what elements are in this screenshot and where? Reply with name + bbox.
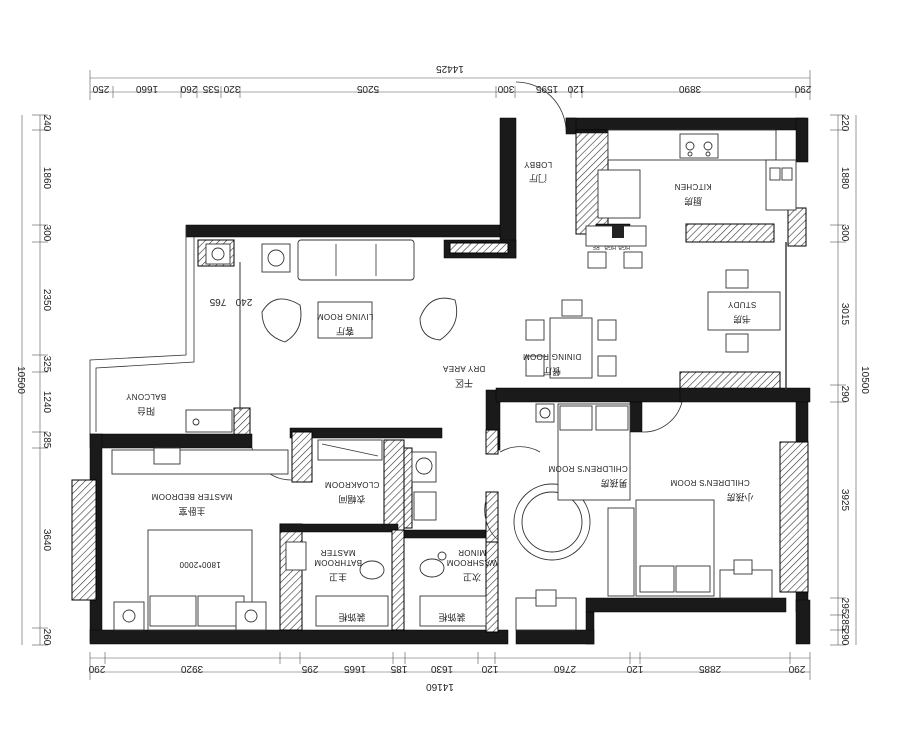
label-child1: CHILDREN'S ROOM <box>548 464 627 473</box>
dim-right-total: 10500 <box>859 366 870 394</box>
bottom-dimensions: 14160 290 3920 295 1665 185 1630 120 276… <box>88 663 805 692</box>
dim-right: 295 <box>839 598 850 615</box>
dim-top-total: 14425 <box>436 63 464 74</box>
dim-left-total: 10500 <box>15 366 26 394</box>
dim-top: 300 <box>497 83 514 94</box>
dim-left: 285 <box>41 432 52 449</box>
dim-top: 1660 <box>135 83 158 94</box>
dim-bottom: 3920 <box>180 663 203 674</box>
label-master-bath-b: BATHROOM <box>314 558 362 567</box>
dim-left: 1860 <box>41 167 52 190</box>
dim-top: 290 <box>794 83 811 94</box>
dim-right: 300 <box>839 225 850 242</box>
dim-bottom: 2760 <box>553 663 576 674</box>
dim-bottom: 1665 <box>343 663 366 674</box>
label-kitchen: KITCHEN <box>674 182 711 191</box>
dim-top: 120 <box>567 83 584 94</box>
label-lobby-cn: 门厅 <box>529 173 547 184</box>
label-dry: DRY AREA <box>442 364 485 373</box>
dim-bottom: 290 <box>88 663 105 674</box>
label-master-bath-a: MASTER <box>320 548 355 557</box>
kitchen-code: RF <box>592 244 599 250</box>
label-cabinet: 装饰柜 <box>338 612 365 623</box>
dim-left: 260 <box>41 629 52 646</box>
label-bed-size: 1800*2000 <box>179 560 221 569</box>
label-balcony-cn: 阳台 <box>137 406 155 417</box>
dim-top: 535 <box>202 83 219 94</box>
dim-bottom: 185 <box>390 663 407 674</box>
furniture <box>111 129 797 631</box>
dim-left: 1240 <box>41 391 52 414</box>
dim-right: 290 <box>839 629 850 646</box>
label-master-bath-cn: 主卫 <box>329 572 347 583</box>
dim-top: 1595 <box>535 83 558 94</box>
dim-right: 3925 <box>839 489 850 512</box>
label-dining-cn: 餐厅 <box>543 366 561 377</box>
dim-bottom: 290 <box>788 663 805 674</box>
label-dining: DINING ROOM <box>523 352 581 361</box>
dim-top: 3890 <box>678 83 701 94</box>
label-master-bed: MASTER BEDROOM <box>151 492 232 501</box>
label-living: LIVING ROOM <box>317 312 374 321</box>
dim-bottom: 120 <box>626 663 643 674</box>
label-child1-cn: 男孩房 <box>600 478 627 489</box>
dim-right: 285 <box>839 614 850 631</box>
dim-left: 300 <box>41 225 52 242</box>
label-cloak: CLOAKROOM <box>325 480 380 489</box>
label-cloak-cn: 衣帽间 <box>338 494 365 505</box>
label-lobby: LOBBY <box>524 160 553 169</box>
dim-bottom: 2885 <box>698 663 721 674</box>
label-balcony: BALCONY <box>125 392 166 401</box>
dim-top: 250 <box>92 83 109 94</box>
kitchen-code: HGB <box>618 244 630 250</box>
dim-left: 325 <box>41 356 52 373</box>
dim-right: 290 <box>839 386 850 403</box>
dim-right: 1880 <box>839 167 850 190</box>
dim-left: 3640 <box>41 529 52 552</box>
dim-left: 2350 <box>41 289 52 312</box>
dim-bottom-total: 14160 <box>426 681 454 692</box>
dim-top: 260 <box>180 83 197 94</box>
label-kitchen-cn: 厨房 <box>684 196 702 207</box>
dimension-lines <box>21 70 857 680</box>
dim-left: 240 <box>41 115 52 132</box>
label-minor-wash-cn: 次卫 <box>463 572 481 583</box>
dim-bottom: 120 <box>481 663 498 674</box>
right-dimensions: 10500 220 1880 300 3015 290 3925 295 285… <box>839 115 870 646</box>
label-minor-wash-b: WASHROOM <box>446 558 497 567</box>
dim-right: 220 <box>839 115 850 132</box>
living-dim: 765 <box>209 296 226 307</box>
label-dry-cn: 干区 <box>455 378 473 388</box>
dim-top: 320 <box>223 83 240 94</box>
label-child2: CHILDREN'S ROOM <box>670 478 749 487</box>
label-cabinet: 装饰柜 <box>438 612 465 623</box>
label-master-bed-cn: 主卧室 <box>178 506 205 517</box>
dim-bottom: 295 <box>301 663 318 674</box>
dim-right: 3015 <box>839 303 850 326</box>
room-labels: LOBBY 门厅 KITCHEN 厨房 LIVING ROOM 客厅 DININ… <box>125 160 756 623</box>
walls <box>71 117 811 645</box>
left-dimensions: 10500 240 1860 300 2350 325 1240 285 364… <box>15 115 52 646</box>
kitchen-code: HGB <box>604 244 616 250</box>
label-living-cn: 客厅 <box>336 326 354 337</box>
label-study: STUDY <box>727 300 756 309</box>
label-child2-cn: 小孩房 <box>726 492 753 503</box>
top-dimensions: 14425 250 1660 260 535 320 5205 300 1595… <box>92 63 811 94</box>
living-dim: 240 <box>235 296 252 307</box>
dim-top: 5205 <box>356 83 379 94</box>
dim-bottom: 1630 <box>430 663 453 674</box>
label-minor-wash-a: MINOR <box>458 548 486 557</box>
label-study-cn: 书房 <box>733 314 751 325</box>
